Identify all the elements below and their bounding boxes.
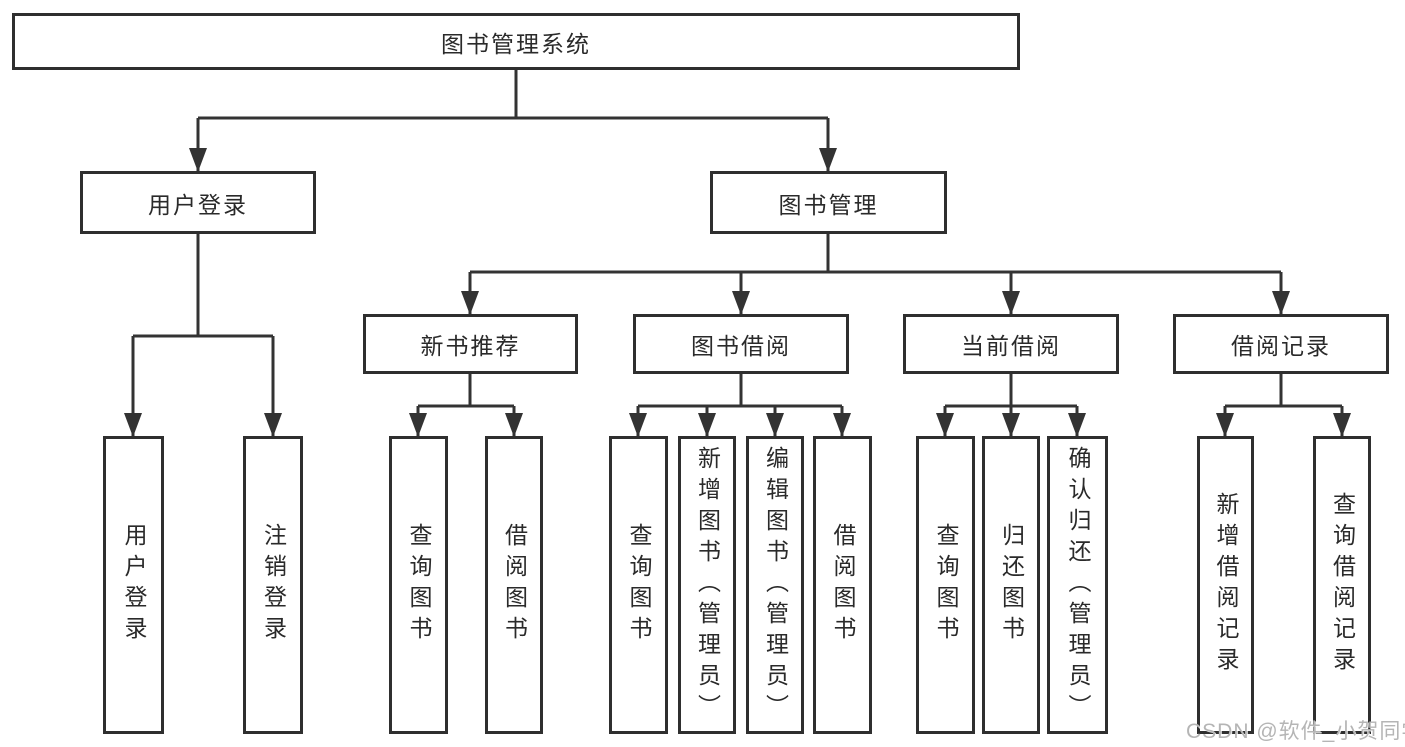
leaf-label: 归还图书 <box>998 523 1025 647</box>
leaf-label: 新增图书（管理员） <box>694 445 721 725</box>
leaf-label: 查询借阅记录 <box>1329 492 1356 678</box>
leaf-label: 编辑图书（管理员） <box>762 445 789 725</box>
leaf-label: 新增借阅记录 <box>1213 492 1239 678</box>
leaf-add-books-admin: 新增图书（管理员） <box>678 436 736 734</box>
node-library-system: 图书管理系统 <box>12 13 1020 70</box>
leaf-confirm-return-admin: 确认归还（管理员） <box>1047 436 1108 734</box>
leaf-query-borrow-record: 查询借阅记录 <box>1313 436 1371 734</box>
node-book-management: 图书管理 <box>710 171 947 234</box>
leaf-user-login: 用户登录 <box>103 436 164 734</box>
node-book-borrow: 图书借阅 <box>633 314 849 374</box>
leaf-label: 借阅图书 <box>830 523 856 647</box>
leaf-label: 查询图书 <box>626 523 652 647</box>
node-borrow-records: 借阅记录 <box>1173 314 1389 374</box>
leaf-return-books: 归还图书 <box>982 436 1040 734</box>
leaf-borrow-books-recommend: 借阅图书 <box>485 436 543 734</box>
leaf-add-borrow-record: 新增借阅记录 <box>1197 436 1254 734</box>
leaf-label: 确认归还（管理员） <box>1065 445 1091 725</box>
leaf-label: 查询图书 <box>933 523 959 647</box>
leaf-query-books-current: 查询图书 <box>916 436 975 734</box>
leaf-label: 借阅图书 <box>501 523 528 647</box>
node-new-book-recommend: 新书推荐 <box>363 314 578 374</box>
node-current-borrow: 当前借阅 <box>903 314 1119 374</box>
leaf-label: 用户登录 <box>121 523 147 647</box>
leaf-logout: 注销登录 <box>243 436 303 734</box>
leaf-edit-books-admin: 编辑图书（管理员） <box>746 436 804 734</box>
node-user-login: 用户登录 <box>80 171 316 234</box>
leaf-borrow-books: 借阅图书 <box>813 436 872 734</box>
leaf-query-books-borrow: 查询图书 <box>609 436 668 734</box>
leaf-query-books-recommend: 查询图书 <box>389 436 448 734</box>
leaf-label: 注销登录 <box>260 523 287 647</box>
leaf-label: 查询图书 <box>406 523 432 647</box>
